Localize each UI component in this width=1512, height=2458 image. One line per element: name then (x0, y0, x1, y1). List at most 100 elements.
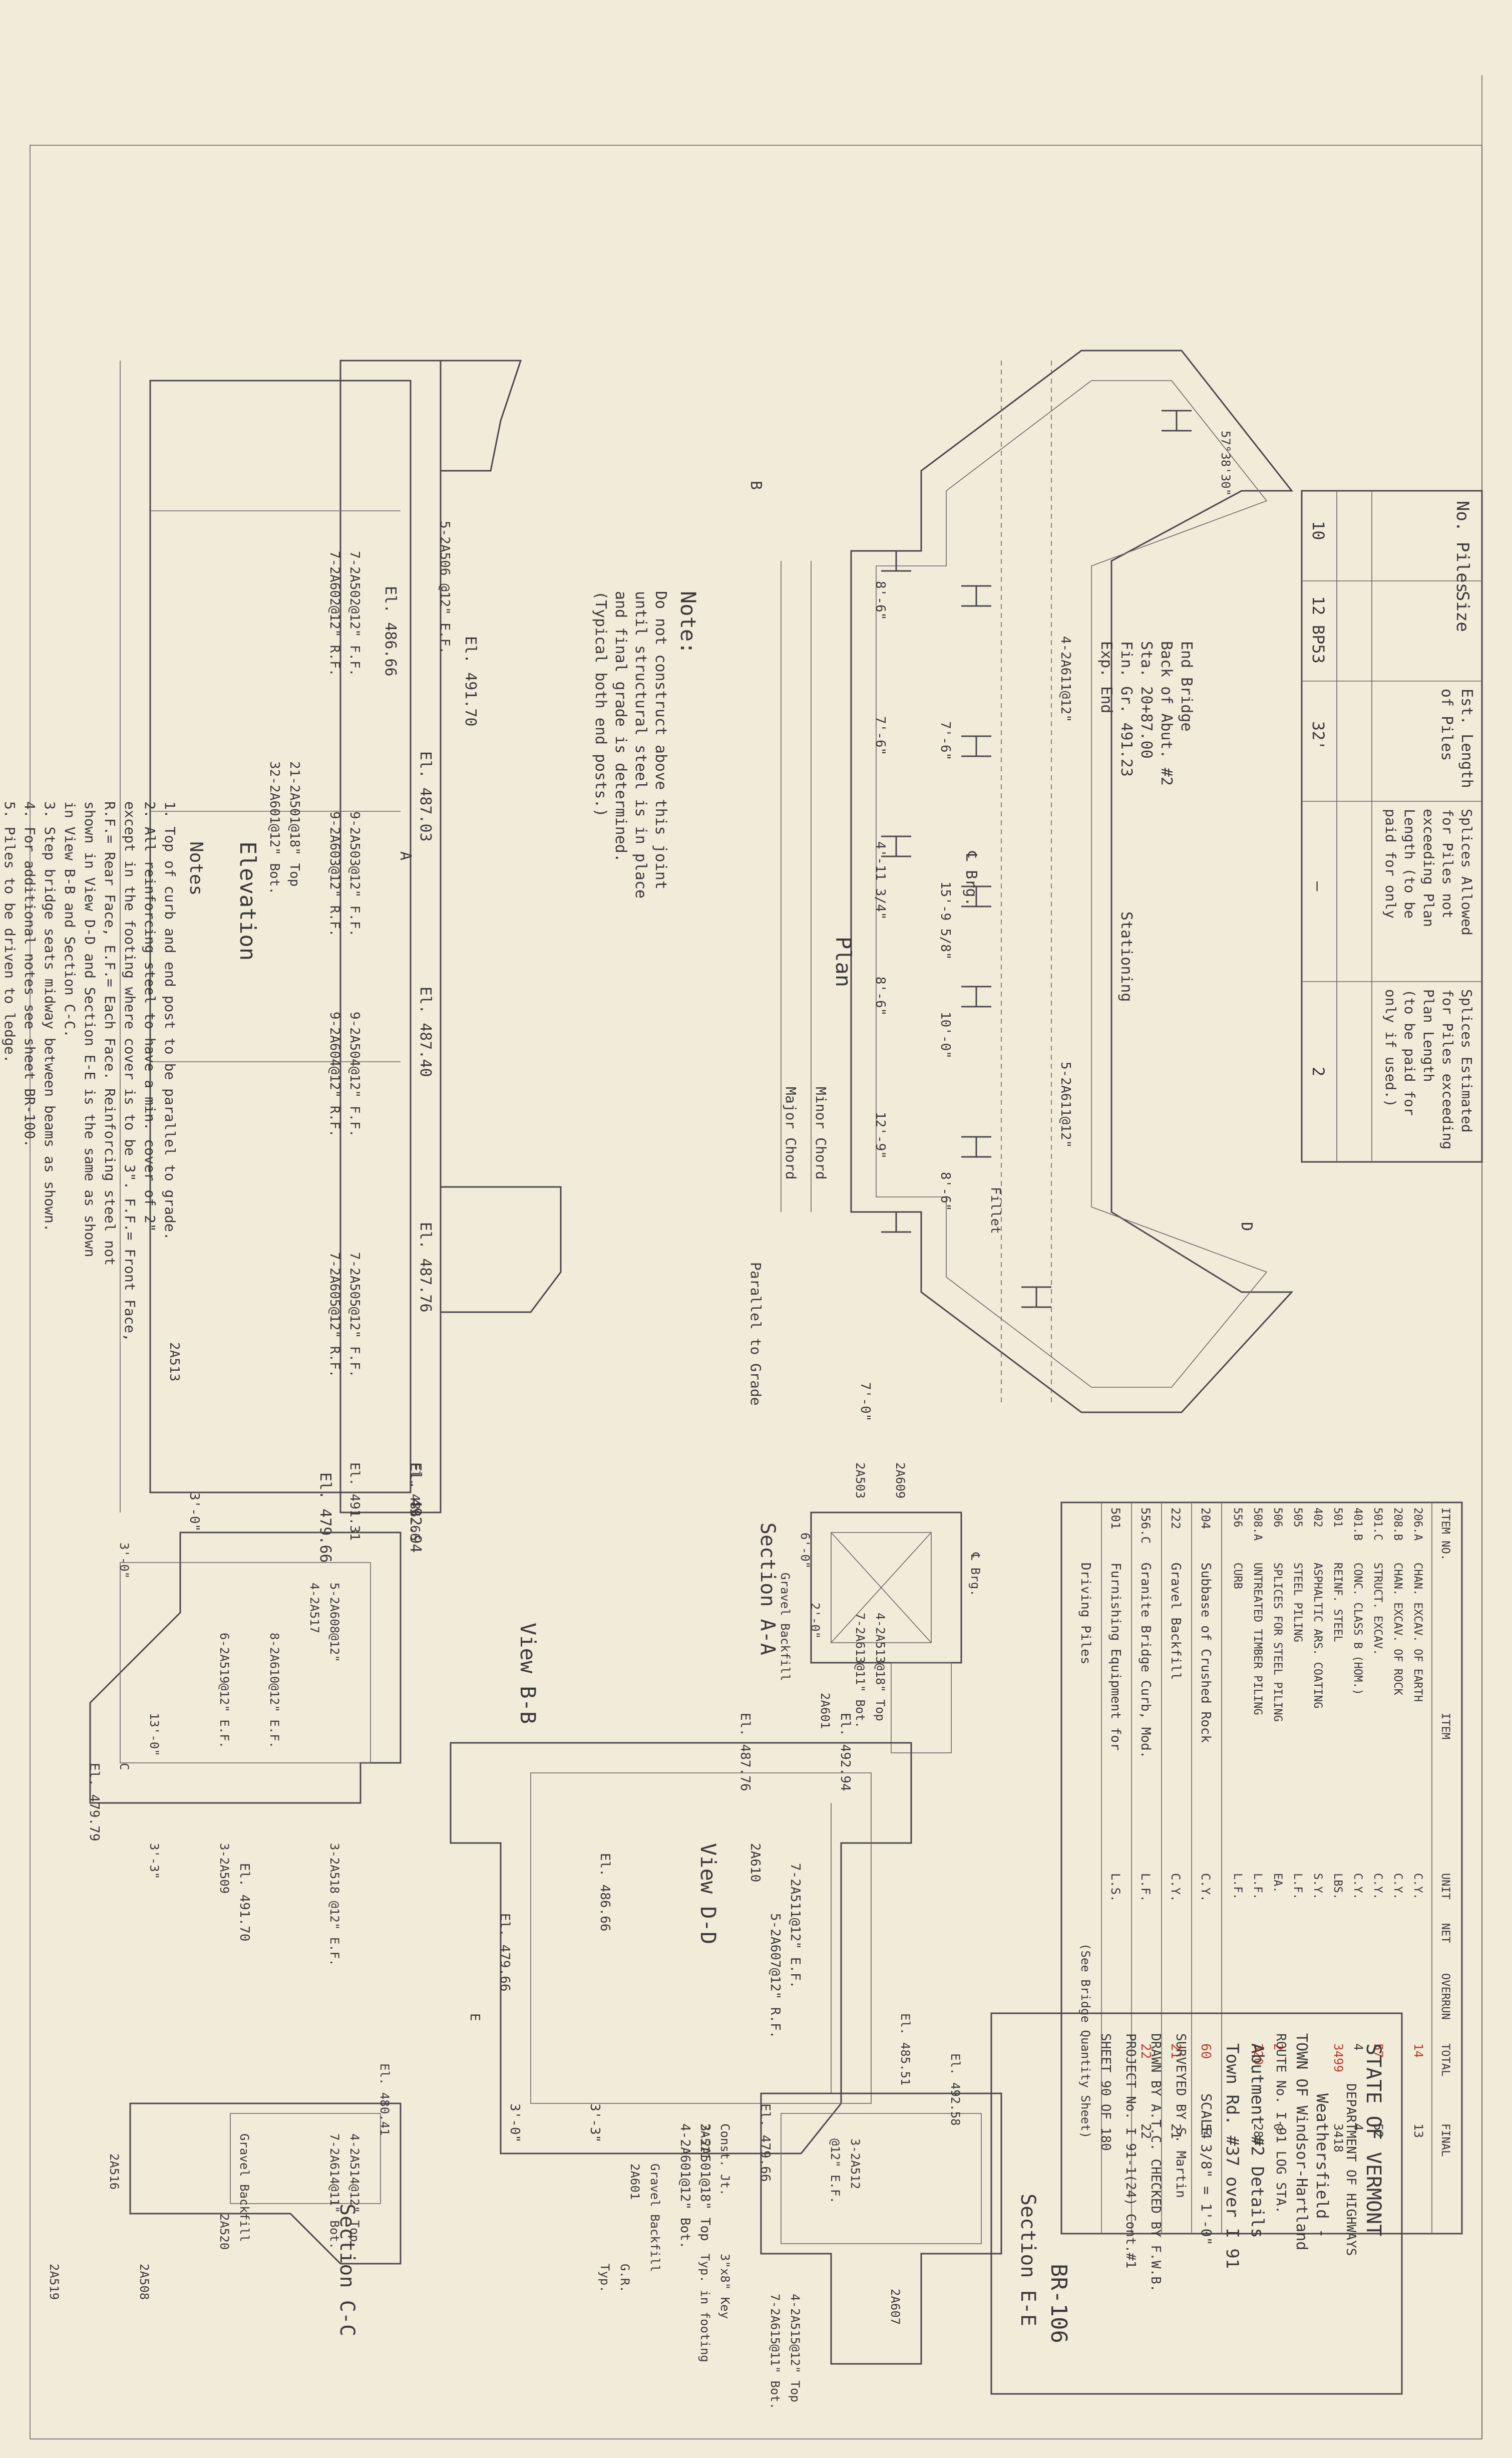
qty-row-1-no: 206.A (1411, 1507, 1424, 1541)
qty-row-12-no: 222 (1169, 1507, 1183, 1529)
view-b-b-bar-6: 3-2A509 (217, 1843, 231, 1894)
plan-dim-8: 8'-6" (873, 977, 888, 1016)
view-d-d-el-47966: El. 479.66 (758, 2103, 773, 2182)
elevation-el-49294: El. 492.94 (407, 1462, 424, 1553)
notes-line-5: shown in View D-D and Section E-E is the… (82, 801, 98, 1257)
elevation-bar-label-10: 32-2A601@12" Bot. (267, 761, 282, 894)
section-c-c-label-7: 2A516 (107, 2154, 121, 2190)
section-a-a-label-9: Gravel Backfill (778, 1573, 792, 1681)
plan-bar-2a611-label: 4-2A611@12" (1058, 636, 1073, 722)
pile-table-cell-length: 32' (1309, 721, 1328, 750)
qty-row-6-unit: S.Y. (1311, 1873, 1324, 1900)
qty-row-11-no: 204 (1199, 1507, 1213, 1529)
qty-row-13-no: 556.C (1139, 1507, 1153, 1544)
view-d-d-marker-e: E (467, 2013, 482, 2021)
elevation-el-48703: El. 487.03 (417, 751, 434, 842)
title-block-surveyed: SURVEYED BY S. Martin (1173, 2033, 1188, 2198)
title-block-drawing-no: BR-106 (1046, 2264, 1071, 2343)
view-d-d-dim-2: 3'-0" (507, 2103, 522, 2142)
plan-end-bridge-label-4: Fin. Gr. 491.23 (1117, 641, 1135, 777)
qty-row-11-unit: C.Y. (1199, 1873, 1213, 1902)
pile-table-header-splices-allowed-1: Splices Allowed (1458, 809, 1475, 936)
title-block-town: TOWN OF Windsor-Hartland (1293, 2033, 1310, 2250)
rotated-drawing: No. Piles Size Est. Length of Piles Spli… (2, 350, 1483, 2409)
pile-table: No. Piles Size Est. Length of Piles Spli… (1301, 490, 1483, 1163)
section-a-a-label-8: 2A601 (818, 1693, 832, 1729)
qty-header-overrun: OVERRUN (1439, 1973, 1451, 2020)
pile-table-header-length-1: Est. Length (1458, 689, 1475, 788)
qty-row-4-no: 401.B (1351, 1507, 1364, 1541)
title-block: STATE OF VERMONT DEPARTMENT OF HIGHWAYS … (990, 2012, 1403, 2395)
section-c-c: Section C-C El. 480.41 4-2A514@12" Top 7… (47, 2063, 402, 2336)
qty-row-7-no: 505 (1291, 1507, 1304, 1527)
view-d-d-bar-3: 3-2A501@18" Top (697, 2123, 712, 2241)
plan-end-bridge-label-1: End Bridge (1178, 641, 1195, 732)
qty-row-3-final: 52 (1371, 2123, 1385, 2138)
pile-table-header-splices-estimated-3: Plan Length (1420, 989, 1437, 1082)
elevation-el-49170: El. 491.70 (462, 636, 479, 727)
qty-row-3-unit: C.Y. (1371, 1873, 1384, 1900)
qty-row-4-total: 4 (1351, 2043, 1365, 2050)
plan-dim-9: 12'-9" (873, 1112, 888, 1159)
qty-row-9-final: 289 (1251, 2123, 1265, 2145)
title-block-project-name: Weathersfield - (1313, 2093, 1332, 2238)
qty-header-item: ITEM (1439, 1713, 1451, 1739)
qty-row-8-final: 0 (1271, 2123, 1285, 2130)
qty-row-2-no: 208.B (1391, 1507, 1404, 1541)
plan-dim-10: 7'-0" (858, 1382, 873, 1421)
elevation-el-48666: El. 486.66 (382, 586, 399, 677)
view-d-d-el-48776: El. 487.76 (737, 1713, 752, 1791)
plan-end-bridge-label-5: Exp. End (1097, 641, 1115, 714)
qty-row-12-unit: C.Y. (1169, 1873, 1183, 1902)
section-e-e-label-10: 3"x8" Key (718, 2254, 732, 2319)
section-a-a-label-4: 4-2A513@18" Top (873, 1613, 887, 1721)
qty-header-total: TOTAL (1439, 2043, 1451, 2076)
notes-title: Notes (186, 841, 206, 895)
pile-table-header-splices-allowed-2: for Piles not (1439, 809, 1456, 918)
qty-row-7-unit: L.F. (1291, 1873, 1304, 1900)
section-c-c-label-3: 7-2A614@11" Bot. (327, 2133, 341, 2249)
pile-table-header-splices-estimated-4: (to be paid for (1401, 989, 1418, 1116)
plan-angle-label: 57°38'30" (1219, 431, 1233, 496)
plan-dim-5: 8'-6" (873, 581, 888, 620)
qty-row-1-total: 14 (1411, 2043, 1425, 2058)
plan-dim-1: 7'-6" (938, 721, 953, 760)
qty-row-13-total: 22 (1138, 2043, 1153, 2059)
section-e-e-label-4: @12" E.F. (828, 2138, 842, 2204)
title-block-title-2: Town Rd. #37 over I 91 (1222, 2043, 1242, 2269)
qty-row-5-no: 501 (1331, 1507, 1344, 1527)
section-a-a-title: Section A-A (756, 1522, 779, 1655)
section-e-e-label-11: Typ. in footing (698, 2254, 712, 2362)
elevation-bar-label-2: 7-2A602@12" R.F. (327, 551, 342, 676)
section-c-c-label-4: Gravel Backfill (237, 2133, 251, 2242)
qty-header-net: NET (1439, 1923, 1451, 1943)
section-c-c-label-1: El. 480.41 (377, 2063, 392, 2136)
qty-row-10-item: CURB (1231, 1563, 1244, 1589)
elevation-el-47966: El. 479.66 (316, 1472, 334, 1563)
view-b-b-dim-3: 3'-0" (117, 1543, 131, 1579)
qty-row-8-total: 2 (1271, 2043, 1285, 2050)
qty-row-13-item: Granite Bridge Curb, Mod. (1138, 1563, 1153, 1758)
section-c-c-label-6: 2A508 (137, 2264, 151, 2300)
view-b-b-bar-4: 6-2A519@12" E.F. (217, 1633, 231, 1748)
section-a-a-label-6: 2'-0" (808, 1603, 822, 1639)
pile-table-header-splices-estimated-5: only if used.) (1382, 989, 1399, 1107)
plan-section-marker-b: B (747, 481, 765, 490)
qty-row-8-item: SPLICES FOR STEEL PILING (1271, 1563, 1284, 1722)
plan-end-bridge-label-2: Back of Abut. #2 (1158, 641, 1175, 786)
view-b-b-dim-1: 13'-0" (147, 1713, 161, 1756)
quantity-table: ITEM NO. ITEM UNIT NET OVERRUN TOTAL FIN… (1060, 1501, 1463, 2235)
qty-row-11-item: Subbase of Crushed Rock (1198, 1563, 1213, 1743)
section-c-c-title: Section C-C (335, 2204, 358, 2336)
notes-line-9: 5. Piles to be driven to ledge. (2, 801, 18, 1063)
elevation-el-48776: El. 487.76 (417, 1222, 434, 1313)
section-e-e-title: Section E-E (1016, 2194, 1039, 2326)
qty-row-12-total: 21 (1168, 2043, 1183, 2059)
view-b-b-el-48666: El. 486.66 (407, 1462, 422, 1541)
qty-row-11-total: 60 (1198, 2043, 1213, 2059)
section-e-e-label-13: 2A601 (628, 2164, 642, 2200)
pile-marks (881, 410, 1192, 1308)
pile-table-header-length-2: of Piles (1438, 689, 1455, 761)
qty-row-11-final: 54 (1198, 2123, 1213, 2139)
